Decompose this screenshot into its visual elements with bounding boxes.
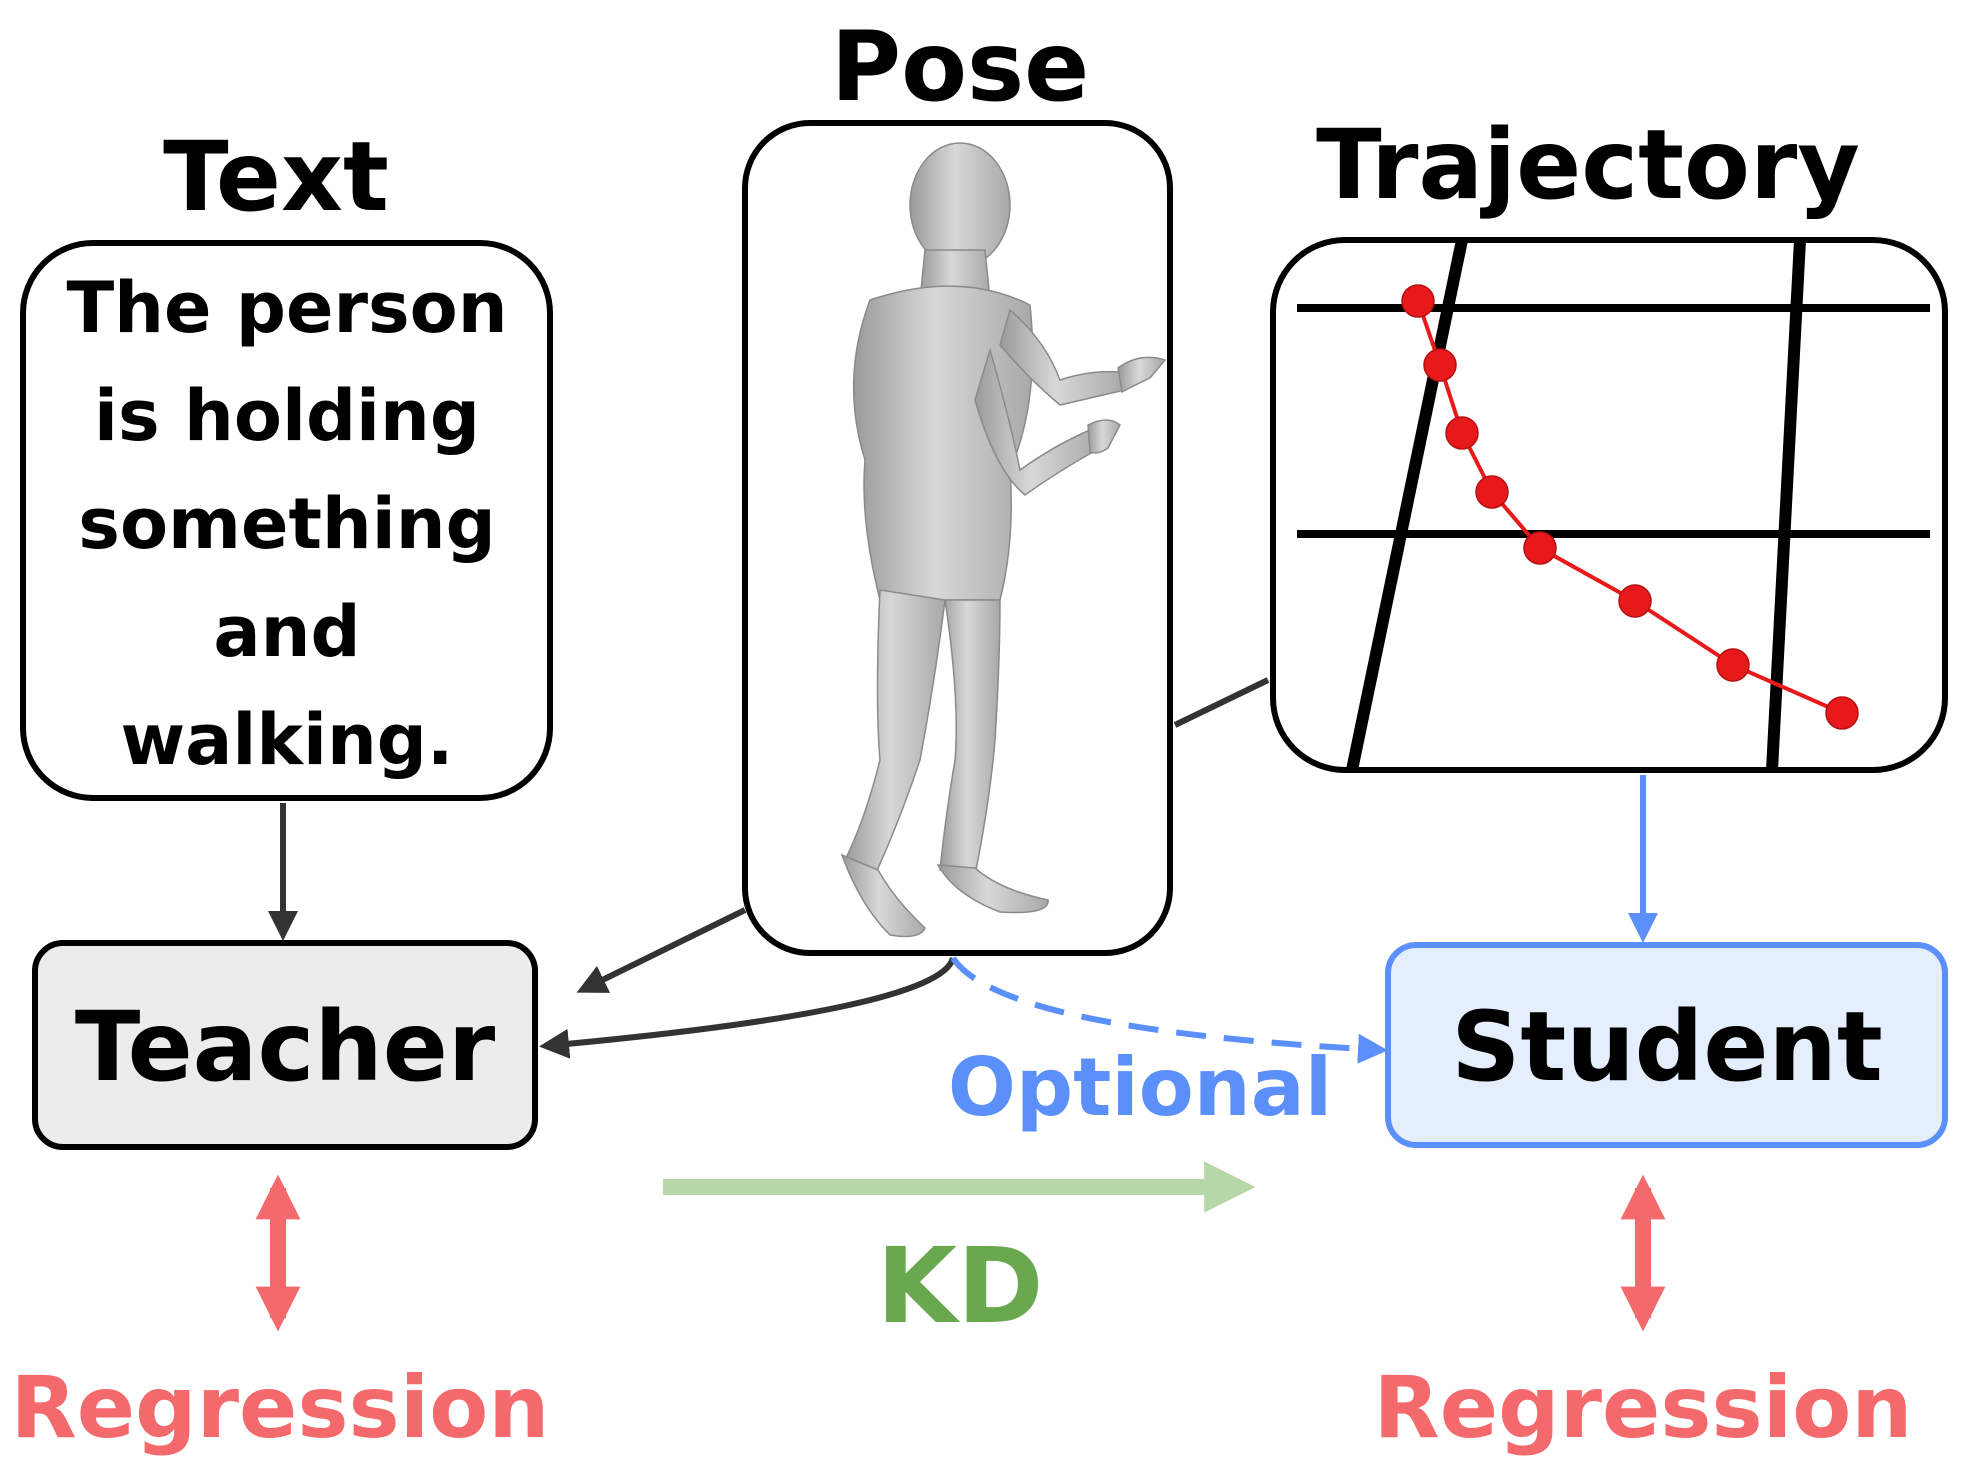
teacher-label: Teacher — [75, 991, 496, 1103]
text-line-1: The person — [66, 267, 507, 349]
text-title: Text — [163, 121, 389, 233]
regression-label-right: Regression — [1373, 1358, 1912, 1458]
text-line-2: is holding — [94, 375, 480, 457]
link-trajectory-to-pose — [1173, 677, 1270, 728]
teacher-box — [32, 940, 538, 1150]
text-line-3: something — [78, 483, 495, 565]
text-box — [20, 240, 553, 801]
pose-title: Pose — [831, 11, 1090, 123]
trajectory-plot-icon — [1297, 240, 1930, 770]
arrow-pose-to-teacher-top — [576, 907, 747, 993]
regression-label-left: Regression — [10, 1358, 549, 1458]
text-box-content: The person is holding something and walk… — [66, 267, 507, 781]
student-box — [1385, 942, 1948, 1148]
optional-label: Optional — [948, 1041, 1332, 1134]
trajectory-title: Trajectory — [1316, 109, 1860, 221]
arrow-pose-to-teacher — [539, 956, 956, 1059]
arrow-pose-to-student-optional — [950, 956, 1388, 1064]
human-body-mesh-icon — [840, 142, 1167, 938]
kd-label: KD — [877, 1225, 1044, 1347]
text-line-5: walking. — [121, 699, 454, 781]
text-line-4: and — [213, 591, 360, 673]
student-label: Student — [1451, 991, 1882, 1103]
